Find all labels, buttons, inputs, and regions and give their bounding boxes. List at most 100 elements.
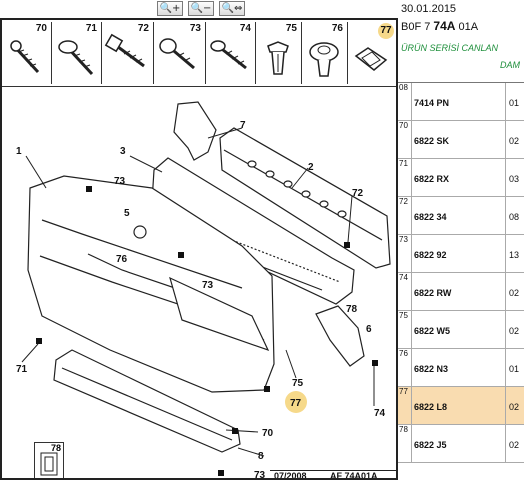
bolt-icon <box>104 33 145 68</box>
qty-cell: 01 <box>506 349 524 386</box>
ref-cell: 78 <box>398 425 412 462</box>
callout-1: 1 <box>16 146 22 157</box>
part-number: 6822 N3 <box>414 364 449 374</box>
thumb-number: 75 <box>285 23 297 34</box>
part-cell: 6822 RX <box>412 159 506 196</box>
callout-76: 76 <box>116 254 128 265</box>
callout-2: 2 <box>308 162 314 173</box>
callout-77: 77 <box>290 398 302 409</box>
code-bold: 74A <box>433 19 456 33</box>
thumb-number: 71 <box>85 23 97 34</box>
quantity: 01 <box>509 98 520 108</box>
part-number: 6822 J5 <box>414 440 447 450</box>
screw-icon <box>210 40 247 70</box>
thumb-number: 74 <box>239 23 251 34</box>
callout-70: 70 <box>262 428 274 439</box>
zoom-toolbar: 🔍+ 🔍− 🔍⇔ <box>0 0 398 18</box>
bumper-beam <box>219 127 391 269</box>
thumb-divider <box>2 86 396 87</box>
ref-cell: 73 <box>398 235 412 272</box>
bolt-icon <box>58 40 94 76</box>
thumb-screw-70[interactable]: 70 <box>4 22 52 84</box>
part-cell: 6822 N3 <box>412 349 506 386</box>
highlight-77 <box>285 391 307 413</box>
part-number: 6822 SK <box>414 136 450 146</box>
clip-icon <box>40 452 58 476</box>
part-cell: 7414 PN <box>412 83 506 120</box>
callout-6: 6 <box>366 324 372 335</box>
thumb-screw-73[interactable]: 73 <box>154 22 206 84</box>
thumb-number: 72 <box>137 23 149 34</box>
callout-72: 72 <box>352 188 364 199</box>
part-number: 6822 RX <box>414 174 450 184</box>
spring-clip-icon <box>354 47 388 71</box>
screw-icon <box>10 40 40 74</box>
qty-cell: 02 <box>506 425 524 462</box>
qty-cell: 01 <box>506 83 524 120</box>
quantity: 02 <box>509 136 520 146</box>
code-prefix: B0F 7 <box>401 21 431 33</box>
zoom-out-icon[interactable]: 🔍− <box>188 1 214 16</box>
bolt-icon <box>159 38 195 70</box>
quantity: 13 <box>509 250 520 260</box>
qty-cell: 02 <box>506 387 524 424</box>
code-suffix: 01A <box>458 21 479 33</box>
qty-cell: 08 <box>506 197 524 234</box>
zoom-fit-icon[interactable]: 🔍⇔ <box>219 1 245 16</box>
thumb-part-78[interactable]: 78 <box>34 442 64 478</box>
callout-8: 8 <box>258 451 264 462</box>
ref-cell: 75 <box>398 311 412 348</box>
ref-cell: 08 <box>398 83 412 120</box>
mount-part <box>133 225 147 239</box>
quantity: 02 <box>509 402 520 412</box>
clip-icon <box>267 41 289 75</box>
catalog-title-line1: ÜRÜN SERİSİ CANLAN <box>401 43 499 53</box>
zoom-in-icon[interactable]: 🔍+ <box>157 1 183 16</box>
thumb-rivet-76[interactable]: 76 <box>302 22 348 84</box>
part-cell: 6822 W5 <box>412 311 506 348</box>
ref-cell: 72 <box>398 197 412 234</box>
thumb-clip-77[interactable]: 77 <box>348 22 396 84</box>
part-number: 6822 L8 <box>414 402 448 412</box>
callout-78: 78 <box>346 304 358 315</box>
callout-labels: 1 2 3 5 6 7 8 70 71 72 73 73 73 74 75 76… <box>16 120 386 478</box>
qty-cell: 03 <box>506 159 524 196</box>
quantity: 02 <box>509 326 520 336</box>
thumb-clip-75[interactable]: 75 <box>256 22 302 84</box>
leader-lines <box>21 127 375 457</box>
quantity: 02 <box>509 440 520 450</box>
thumb-number: 76 <box>331 23 343 34</box>
bumper-cover <box>27 175 275 393</box>
thumb-screw-72[interactable]: 72 <box>102 22 154 84</box>
bumper-drawing: 1 2 3 5 6 7 8 70 71 72 73 73 73 74 75 76… <box>16 101 391 478</box>
callout-71: 71 <box>16 364 28 375</box>
rivet-icon <box>309 42 339 77</box>
exploded-parts-diagram: 70 71 72 <box>0 18 398 480</box>
part-cell: 6822 92 <box>412 235 506 272</box>
quantity: 08 <box>509 212 520 222</box>
qty-cell: 13 <box>506 235 524 272</box>
part-number: 6822 34 <box>414 212 447 222</box>
thumb-screw-71[interactable]: 71 <box>52 22 102 84</box>
bracket-part <box>173 101 217 161</box>
ref-cell: 70 <box>398 121 412 158</box>
part-cell: 6822 34 <box>412 197 506 234</box>
qty-cell: 02 <box>506 311 524 348</box>
thumb-screw-74[interactable]: 74 <box>206 22 256 84</box>
callout-73c: 73 <box>254 470 266 478</box>
part-cell: 6822 L8 <box>412 387 506 424</box>
footer-date: 07/2008 <box>274 471 307 480</box>
part-number: 6822 RW <box>414 288 452 298</box>
ref-cell: 74 <box>398 273 412 310</box>
